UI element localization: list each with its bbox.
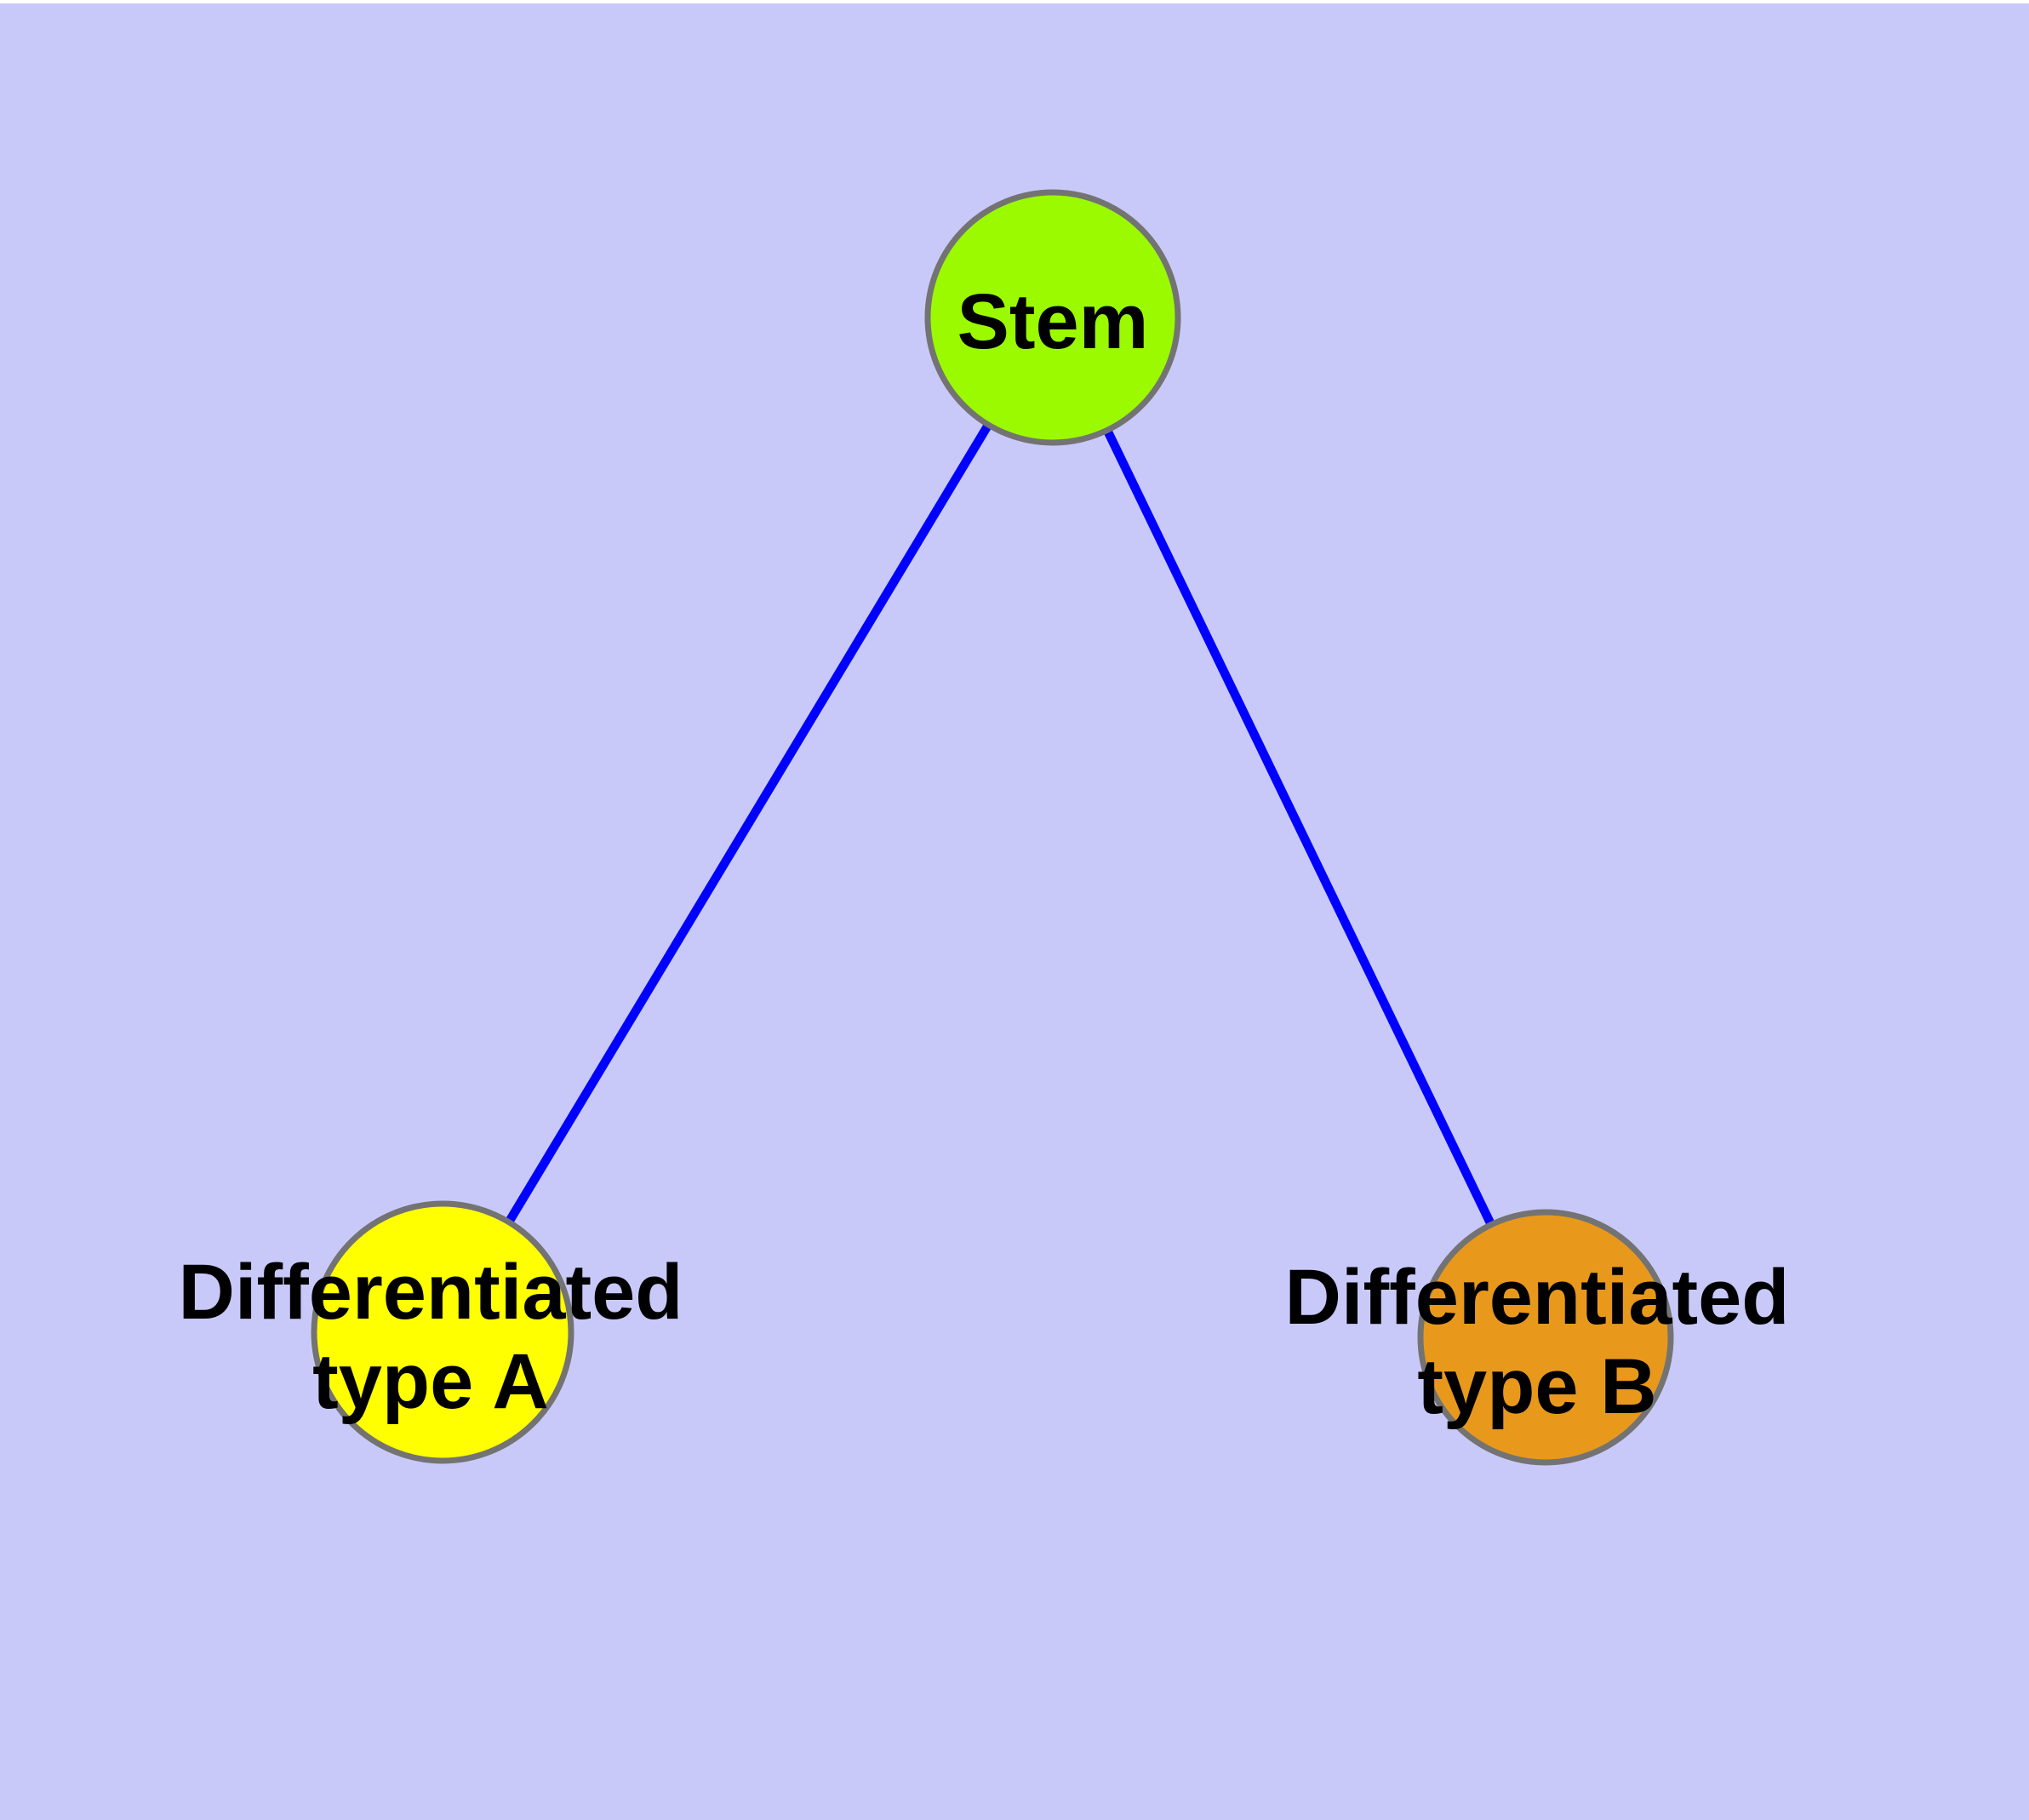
node-stem-circle: [924, 189, 1181, 446]
node-type-a-circle: [311, 1200, 574, 1464]
node-type-a-label-line2: type A: [312, 1338, 549, 1425]
node-type-b-circle: [1417, 1209, 1674, 1466]
edge-stem-to-type-a: [438, 315, 1057, 1335]
node-type-a-label-line1: Differentiated: [179, 1249, 683, 1336]
node-stem-label: Stem: [957, 278, 1149, 365]
node-type-b-label-line1: Differentiated: [1285, 1254, 1790, 1341]
node-type-b-label-line2: type B: [1417, 1343, 1656, 1430]
edge-stem-to-type-b: [1049, 315, 1550, 1340]
